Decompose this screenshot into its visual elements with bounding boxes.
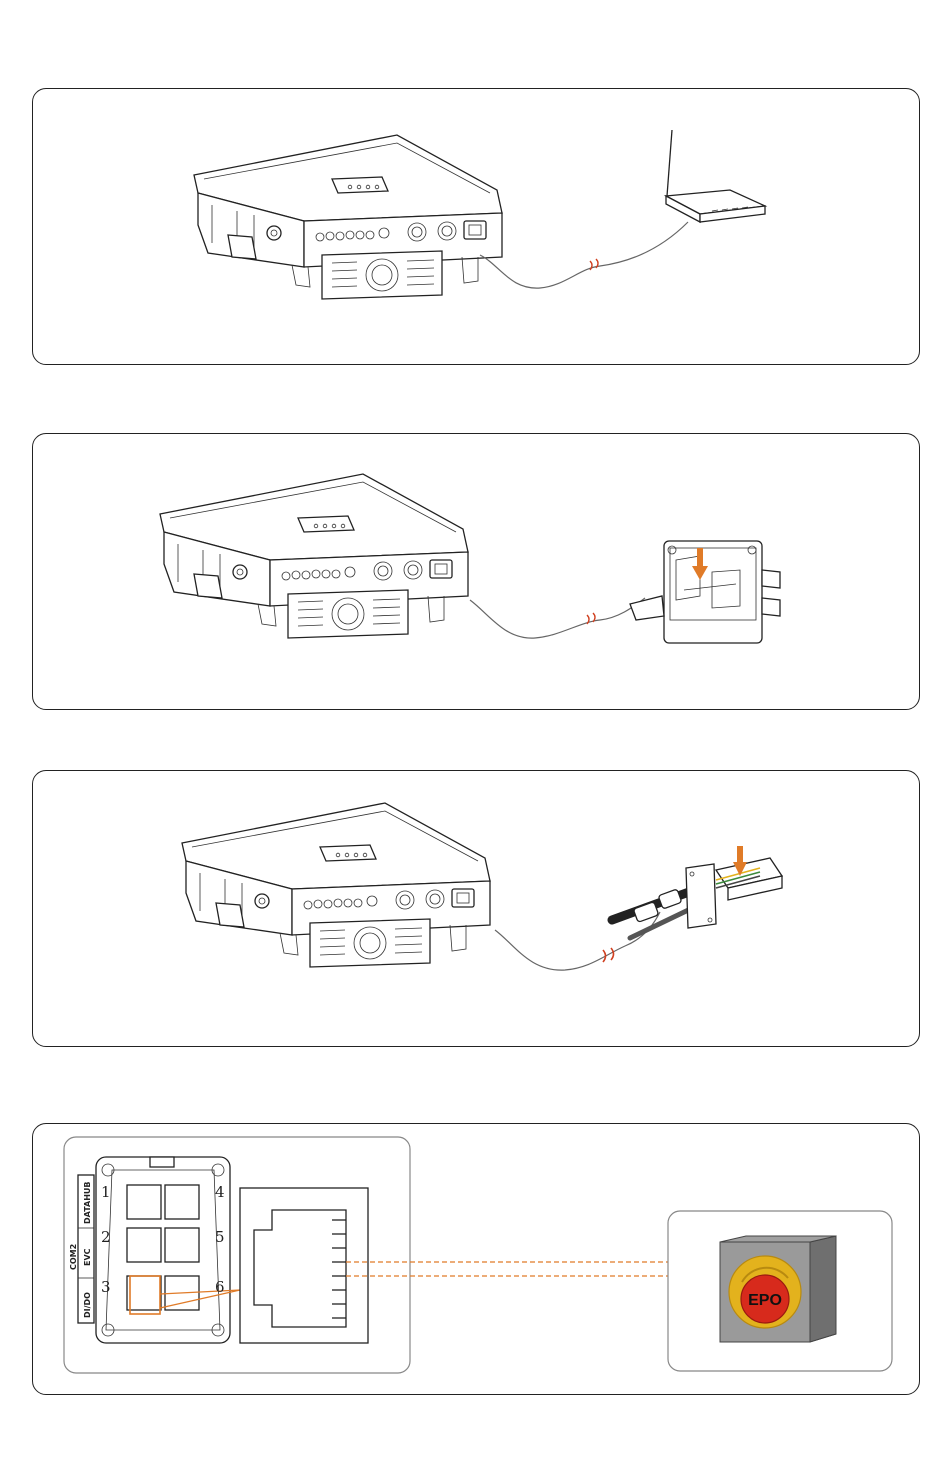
port-number-6: 6 [215, 1278, 225, 1296]
port-1 [127, 1185, 161, 1219]
port-number-1: 1 [101, 1183, 111, 1201]
label-dido: DI/DO [83, 1292, 92, 1318]
port-number-4: 4 [215, 1183, 225, 1201]
inverter-illustration [182, 803, 490, 967]
port-2 [127, 1228, 161, 1262]
cable-gland [630, 596, 664, 620]
cable-break-icon [590, 259, 598, 270]
port-number-5: 5 [215, 1228, 225, 1246]
port-number-2: 2 [101, 1228, 111, 1246]
label-datahub: DATAHUB [83, 1181, 92, 1224]
communication-cable [495, 912, 660, 970]
label-evc: EVC [83, 1248, 92, 1266]
junction-box-illustration [630, 541, 780, 643]
communication-cable [470, 598, 645, 638]
inverter-router-panel [194, 135, 502, 299]
rj45-socket-detail [240, 1188, 368, 1343]
router-illustration [666, 130, 765, 222]
inverter-junction-panel [160, 474, 468, 638]
inverter-plug-panel [182, 803, 490, 967]
inverter-illustration [194, 135, 502, 299]
port-5 [165, 1228, 199, 1262]
epo-label: EPO [748, 1292, 782, 1309]
plug-connector-illustration [612, 846, 782, 938]
port-4 [165, 1185, 199, 1219]
epo-switch-illustration: EPO [720, 1236, 836, 1342]
label-com2: COM2 [69, 1244, 78, 1270]
router-antenna [667, 130, 672, 196]
port-3 [127, 1276, 161, 1310]
inverter-illustration [160, 474, 468, 638]
ethernet-cable [480, 222, 688, 288]
port-number-3: 3 [101, 1278, 111, 1296]
